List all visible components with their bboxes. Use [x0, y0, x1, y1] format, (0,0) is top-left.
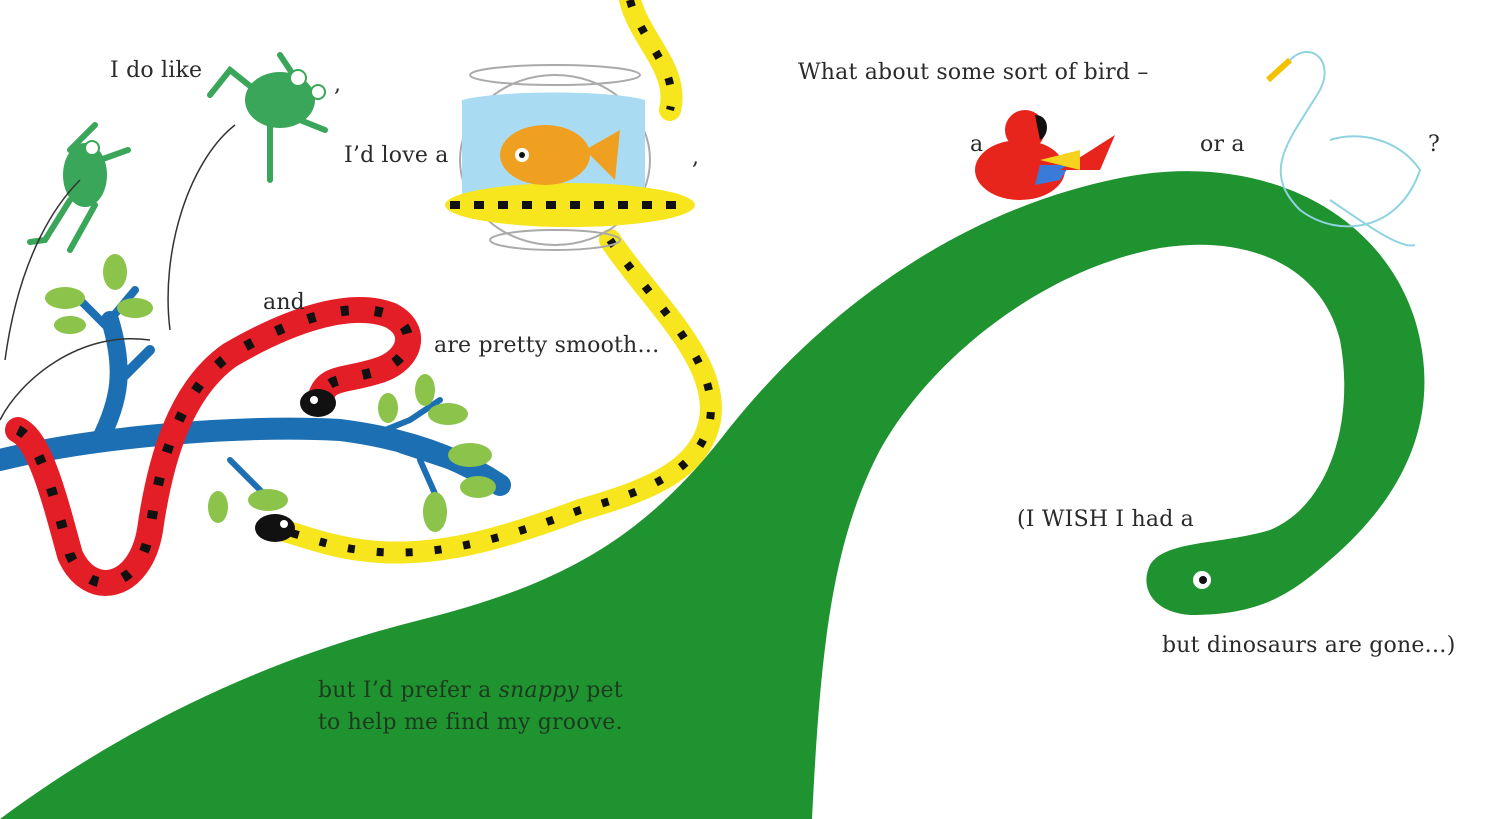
dinosaur	[0, 171, 1425, 819]
red-snake-head	[300, 389, 336, 417]
parrot	[975, 110, 1115, 200]
text-i-wish: (I WISH I had a	[1017, 507, 1194, 532]
text-a: a	[970, 132, 984, 157]
text-question: ?	[1428, 132, 1440, 157]
fish-bowl	[445, 64, 695, 251]
text-i-do-like: I do like	[110, 58, 203, 83]
text-or-a: or a	[1200, 132, 1245, 157]
goldfish	[500, 125, 590, 185]
text-groove: to help me find my groove.	[318, 710, 623, 735]
text-comma: ,	[692, 145, 700, 170]
text-and: and	[263, 290, 305, 315]
frog-1	[27, 122, 131, 253]
text-snappy: snappy	[498, 678, 580, 703]
text-comma: ,	[334, 72, 342, 97]
jump-arc	[0, 124, 236, 421]
text-are-pretty-smooth: are pretty smooth…	[434, 333, 660, 358]
text-what-about-bird: What about some sort of bird –	[798, 60, 1149, 85]
frog-2	[207, 52, 328, 183]
text-dinosaurs-gone: but dinosaurs are gone…)	[1162, 633, 1456, 658]
yellow-snake-head	[255, 514, 295, 542]
text-id-love-a: I’d love a	[344, 143, 449, 168]
leaves	[45, 254, 496, 532]
swan	[1265, 50, 1422, 247]
